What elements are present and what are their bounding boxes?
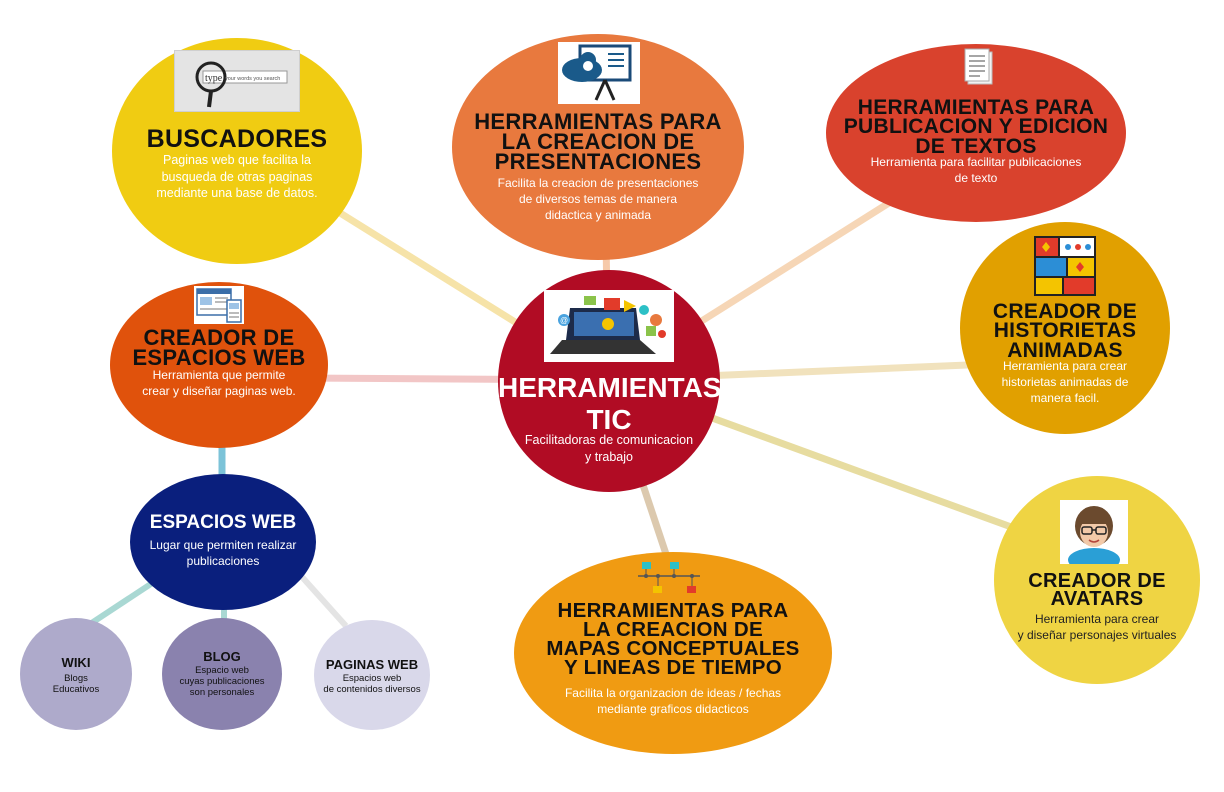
flowchart-icon (638, 562, 700, 596)
node-mapas: HERRAMIENTAS PARA LA CREACION DE MAPAS C… (514, 552, 832, 754)
node-title: CREADOR DE AVATARS (1028, 570, 1166, 611)
magnifier-search-icon: type your words you search (174, 50, 300, 112)
node-title: CREADOR DE ESPACIOS WEB (132, 325, 306, 371)
node-title: WIKI (61, 655, 91, 670)
node-description: Facilita la organizacion de ideas / fech… (564, 686, 782, 716)
node-description: Paginas web que facilita la busqueda de … (156, 153, 318, 200)
search-word: type (205, 73, 223, 84)
node-description: Lugar que permiten realizar publicacione… (149, 538, 297, 568)
node-description: Facilitadoras de comunicacion y trabajo (524, 433, 694, 464)
node-title: HERRAMIENTAS PARA LA CREACION DE PRESENT… (474, 109, 722, 175)
document-icon (964, 48, 996, 88)
node-buscadores: type your words you search BUSCADORES Pa… (112, 38, 362, 264)
node-creador-espacios-web: CREADOR DE ESPACIOS WEB Herramienta que … (110, 282, 328, 448)
node-description: Espacios web de contenidos diversos (323, 673, 421, 695)
node-description: Blogs Educativos (52, 673, 100, 695)
node-description: Herramienta que permite crear y diseñar … (142, 368, 296, 398)
node-blog: BLOG Espacio web cuyas publicaciones son… (162, 618, 282, 730)
node-description: Herramienta para crear historietas anima… (1001, 359, 1129, 405)
node-wiki: WIKI Blogs Educativos (20, 618, 132, 730)
presentation-board-icon (558, 42, 640, 104)
node-description: Herramienta para facilitar publicaciones… (870, 155, 1082, 185)
node-title: PAGINAS WEB (325, 657, 419, 672)
search-bar-text: your words you search (225, 76, 280, 82)
node-title: BLOG (203, 649, 241, 664)
node-description: Facilita la creacion de presentaciones d… (497, 176, 699, 222)
node-title: CREADOR DE HISTORIETAS ANIMADAS (992, 300, 1138, 362)
node-espacios-web: ESPACIOS WEB Lugar que permiten realizar… (130, 474, 316, 610)
node-title: HERRAMIENTAS PARA LA CREACION DE MAPAS C… (546, 599, 800, 679)
comic-panels-icon (1034, 236, 1096, 296)
node-publicacion: HERRAMIENTAS PARA PUBLICACION Y EDICION … (826, 44, 1126, 222)
node-description: Espacio web cuyas publicaciones son pers… (179, 665, 265, 698)
node-title: ESPACIOS WEB (149, 512, 297, 533)
node-title: BUSCADORES (146, 125, 328, 153)
link-paginas-web (291, 565, 349, 629)
avatar-face-icon (1060, 500, 1128, 572)
node-title: HERRAMIENTAS TIC (498, 372, 722, 436)
node-paginas-web: PAGINAS WEB Espacios web de contenidos d… (314, 620, 430, 730)
node-herramientas-tic: @ HERRAMIENTAS TIC Facilitadoras de comu… (498, 270, 722, 492)
node-avatars: CREADOR DE AVATARS Herramienta para crea… (994, 476, 1200, 684)
web-layout-icon (194, 286, 244, 324)
laptop-media-icon: @ (544, 290, 674, 362)
node-description: Herramienta para crear y diseñar persona… (1017, 612, 1177, 642)
node-presentaciones: HERRAMIENTAS PARA LA CREACION DE PRESENT… (452, 34, 744, 260)
node-title: HERRAMIENTAS PARA PUBLICACION Y EDICION … (843, 96, 1109, 158)
svg-text:@: @ (560, 316, 568, 325)
node-historietas: CREADOR DE HISTORIETAS ANIMADAS Herramie… (960, 222, 1170, 434)
